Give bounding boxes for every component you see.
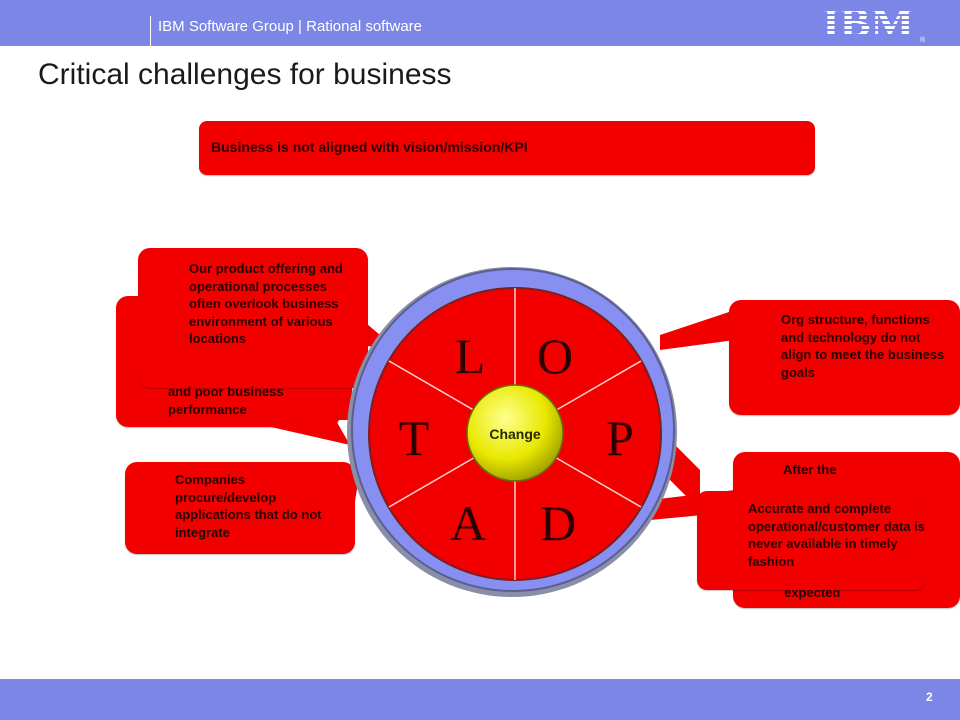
wheel-letter-p: P [606,410,634,466]
wheel-letter-o: O [537,328,573,384]
wheel-letter-l: L [455,328,486,384]
header-bar: IBM Software Group | Rational software [0,0,960,46]
header-divider [150,16,151,46]
org-label: IBM Software Group | Rational software [158,18,423,35]
change-hub-label: Change [489,426,541,442]
wheel-letter-d: D [540,495,576,551]
ibm-logo-text: IBM [822,6,914,42]
change-hub [466,384,564,482]
page-number: 2 [926,690,933,704]
callout-organization [729,300,960,415]
callout-location [138,248,368,388]
page-title: Critical challenges for business [38,58,452,91]
ibm-logo: IBM ® [822,6,926,42]
callout-technology [125,462,355,554]
footer-bar [0,679,960,720]
callout-technology-text: Companies procure/develop applications t… [175,472,322,540]
callout-data [697,491,925,590]
callout-organization-text: Org structure, functions and technology … [781,312,945,380]
wheel-letter-t: T [399,410,430,466]
wheel-letter-a: A [450,495,486,551]
callout-location-text: Our product offering and operational pro… [189,261,343,346]
alignment-banner [199,121,815,175]
wheel-letters: L O P D A T [399,328,634,551]
callout-location-back-text: and poor business performance [168,384,284,417]
registered-mark: ® [920,36,926,42]
callout-data-text: Accurate and complete operational/custom… [748,501,925,569]
alignment-banner-text: Business is not aligned with vision/miss… [211,139,528,155]
callout-process-text: After the [783,462,837,477]
